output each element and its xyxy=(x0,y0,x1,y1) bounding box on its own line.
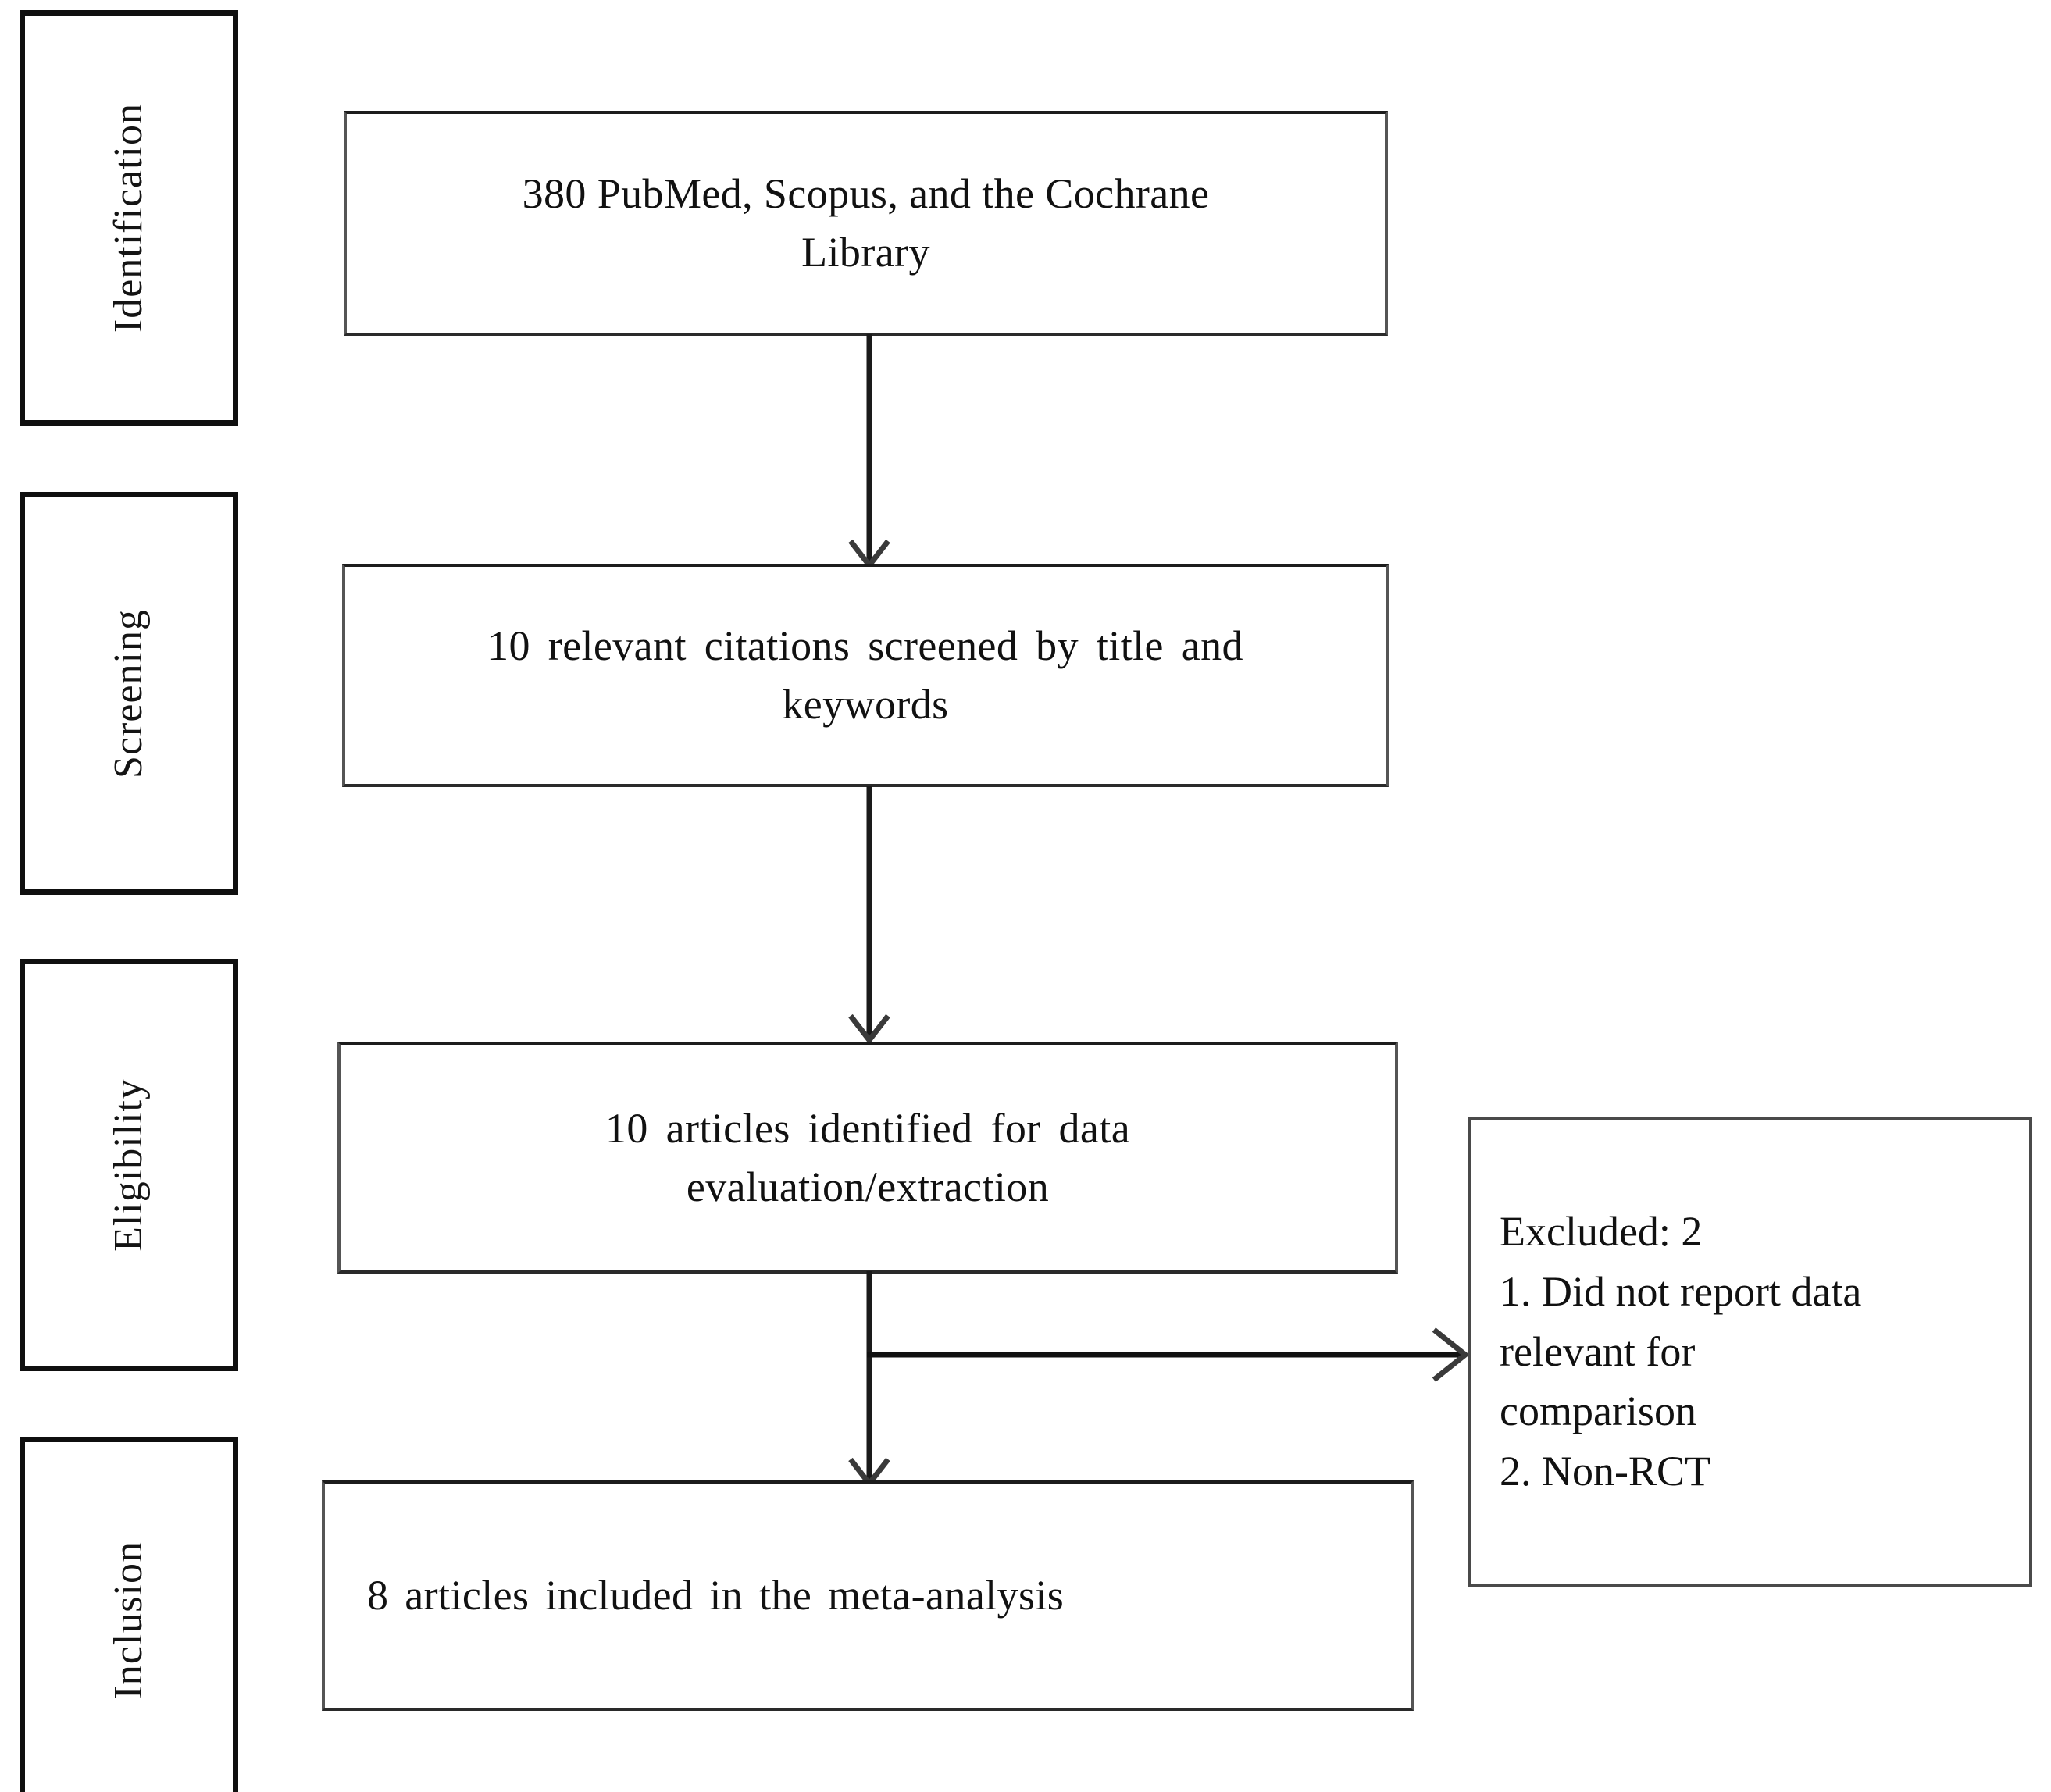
stage-label-identification: Identification xyxy=(106,102,151,333)
flow-box-articles-eligible-text: 10 articles identified for data evaluati… xyxy=(585,1099,1150,1216)
stage-label-inclusion: Inclusion xyxy=(106,1541,151,1700)
articles-eligible-line2: evaluation/extraction xyxy=(686,1163,1050,1210)
flow-box-records-identified-text: 380 PubMed, Scopus, and the Cochrane Lib… xyxy=(502,165,1230,281)
flow-box-records-identified: 380 PubMed, Scopus, and the Cochrane Lib… xyxy=(344,111,1388,336)
articles-eligible-line1: 10 articles identified for data xyxy=(605,1104,1131,1152)
stage-label-screening: Screening xyxy=(106,608,151,778)
excluded-box: Excluded: 2 1. Did not report data relev… xyxy=(1468,1117,2032,1587)
flow-box-articles-eligible: 10 articles identified for data evaluati… xyxy=(337,1042,1398,1274)
excluded-reason-1: 1. Did not report data xyxy=(1500,1267,1862,1315)
excluded-heading: Excluded: 2 xyxy=(1500,1208,1703,1256)
flow-box-records-screened: 10 relevant citations screened by title … xyxy=(342,564,1389,787)
excluded-reason-1-cont-b: comparison xyxy=(1500,1388,1696,1435)
stage-box-identification: Identification xyxy=(20,10,238,426)
connector-screening-to-eligibility xyxy=(842,786,897,1045)
stage-box-screening: Screening xyxy=(20,492,238,895)
articles-included-line1: 8 articles included in the meta-analysis xyxy=(367,1572,1065,1619)
records-screened-line2: keywords xyxy=(782,681,949,728)
records-identified-line2: Library xyxy=(801,229,930,276)
stage-box-eligibility: Eligibility xyxy=(20,959,238,1371)
connector-eligibility-to-excluded xyxy=(867,1320,1492,1390)
stage-box-inclusion: Inclusion xyxy=(20,1437,238,1792)
excluded-box-text: Excluded: 2 1. Did not report data relev… xyxy=(1471,1202,1872,1501)
connector-identification-to-screening xyxy=(842,334,897,570)
flow-box-articles-included-text: 8 articles included in the meta-analysis xyxy=(325,1566,1411,1625)
stage-label-eligibility: Eligibility xyxy=(106,1078,151,1252)
flow-box-articles-included: 8 articles included in the meta-analysis xyxy=(322,1480,1414,1711)
flow-box-records-screened-text: 10 relevant citations screened by title … xyxy=(467,617,1264,733)
records-identified-line1: 380 PubMed, Scopus, and the Cochrane xyxy=(522,170,1210,218)
records-screened-line1: 10 relevant citations screened by title … xyxy=(487,622,1243,670)
excluded-reason-1-cont-a: relevant for xyxy=(1500,1327,1696,1375)
excluded-reason-2: 2. Non-RCT xyxy=(1500,1448,1710,1495)
